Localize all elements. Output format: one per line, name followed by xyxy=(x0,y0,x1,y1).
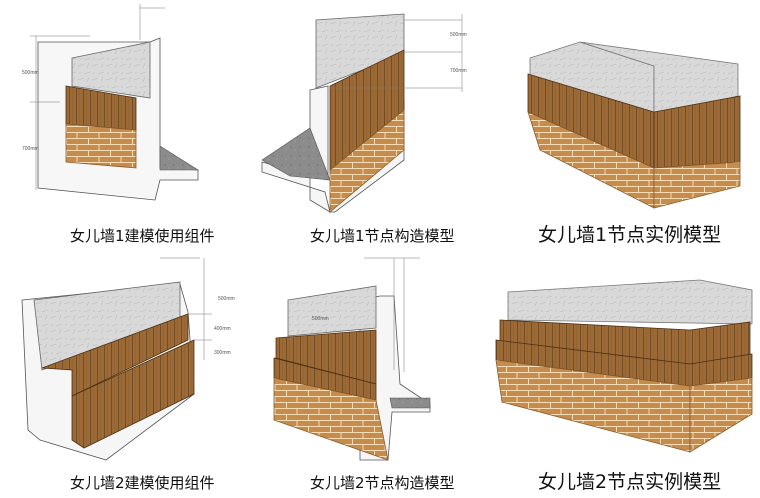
brick-panel xyxy=(65,123,137,169)
wood-lower-step xyxy=(71,339,195,449)
caption-parapet-1-components: 女儿墙1建模使用组件 xyxy=(70,227,215,245)
dim-label-500: 500mm xyxy=(450,32,467,38)
dim-label-500: 500mm xyxy=(218,296,235,302)
dim-label-500: 500mm xyxy=(312,316,329,322)
caption-parapet-2-instance: 女儿墙2节点实例模型 xyxy=(538,471,722,493)
dim-label-500: 500mm xyxy=(22,70,39,76)
caption-parapet-1-construction: 女儿墙1节点构造模型 xyxy=(310,227,455,245)
dim-label-300: 300mm xyxy=(214,350,231,356)
caption-parapet-2-construction: 女儿墙2节点构造模型 xyxy=(310,474,455,492)
caption-parapet-1-instance: 女儿墙1节点实例模型 xyxy=(538,224,722,246)
panel-2-diagram: 500mm 700mm xyxy=(261,13,467,214)
dim-label-700: 700mm xyxy=(22,146,39,152)
panel-3-diagram xyxy=(527,41,741,209)
caption-parapet-2-components: 女儿墙2建模使用组件 xyxy=(70,474,215,492)
roof-paving xyxy=(159,145,200,171)
panel-5-diagram: 500mm xyxy=(273,257,431,461)
stone-panel xyxy=(71,41,151,99)
brick-panel xyxy=(329,109,405,213)
stone-top xyxy=(507,279,753,325)
dim-label-400: 400mm xyxy=(214,326,231,332)
brick-base-right xyxy=(689,377,753,453)
brick-base-right xyxy=(653,161,741,209)
panel-4-diagram: 500mm 400mm 300mm xyxy=(21,257,235,461)
panel-6-diagram xyxy=(495,279,753,453)
wood-upper-step xyxy=(41,313,189,397)
roof-paving xyxy=(389,397,431,409)
dim-label-700: 700mm xyxy=(450,68,467,74)
brick-panel xyxy=(273,377,389,461)
stone-panel xyxy=(287,285,377,337)
panel-1-diagram: 500mm 700mm xyxy=(22,4,200,201)
